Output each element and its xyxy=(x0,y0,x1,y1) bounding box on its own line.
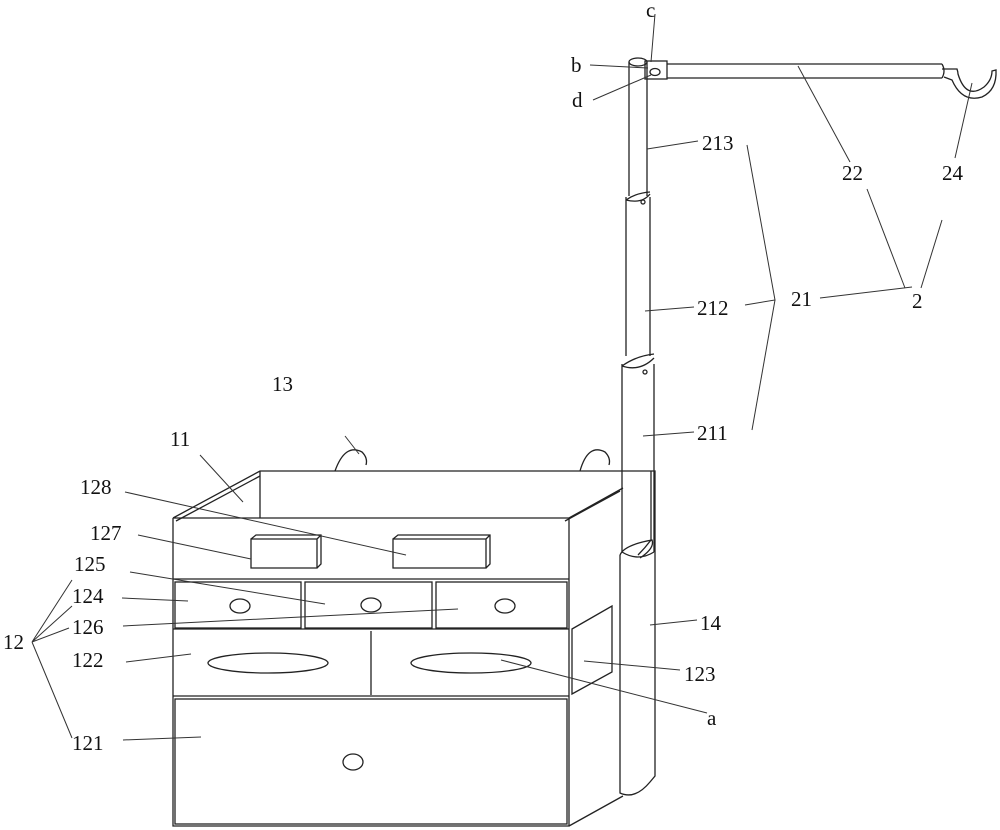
hook-24 xyxy=(942,68,997,99)
label-2: 2 xyxy=(912,289,923,313)
drawer-126 xyxy=(435,581,568,629)
label-127: 127 xyxy=(90,521,122,545)
label-213: 213 xyxy=(702,131,734,155)
label-14: 14 xyxy=(700,611,722,635)
label-121: 121 xyxy=(72,731,104,755)
box-127 xyxy=(250,534,322,569)
label-124: 124 xyxy=(72,584,104,608)
label-12: 12 xyxy=(3,630,24,654)
hook-13-left xyxy=(334,449,368,472)
label-212: 212 xyxy=(697,296,729,320)
hook-13-right xyxy=(579,449,611,472)
leader-lines xyxy=(31,13,973,741)
label-a: a xyxy=(707,706,717,730)
side-opening-123 xyxy=(571,604,613,696)
label-c: c xyxy=(646,0,655,22)
label-125: 125 xyxy=(74,552,106,576)
label-211: 211 xyxy=(697,421,728,445)
sleeve-14 xyxy=(619,470,656,796)
label-24: 24 xyxy=(942,161,964,185)
knob-icon xyxy=(342,753,364,771)
label-22: 22 xyxy=(842,161,863,185)
label-21: 21 xyxy=(791,287,812,311)
label-128: 128 xyxy=(80,475,112,499)
knob-icon xyxy=(494,598,516,614)
label-11: 11 xyxy=(170,427,190,451)
label-123: 123 xyxy=(684,662,716,686)
label-13: 13 xyxy=(272,372,293,396)
cabinet xyxy=(172,449,656,827)
reference-labels: c b d 213 212 211 21 2 22 24 13 11 128 1… xyxy=(3,0,964,755)
drawer-124 xyxy=(174,581,302,629)
drawer-121 xyxy=(174,698,568,825)
label-b: b xyxy=(571,53,582,77)
label-126: 126 xyxy=(72,615,104,639)
arm-22 xyxy=(667,63,945,79)
box-128 xyxy=(392,534,491,569)
handle-a xyxy=(410,652,532,674)
knob-icon xyxy=(229,598,251,614)
knob-icon xyxy=(360,597,382,613)
label-122: 122 xyxy=(72,648,104,672)
label-d: d xyxy=(572,88,583,112)
drawer-125 xyxy=(304,581,433,629)
pole-21 xyxy=(621,57,997,558)
handle-122 xyxy=(207,652,329,674)
